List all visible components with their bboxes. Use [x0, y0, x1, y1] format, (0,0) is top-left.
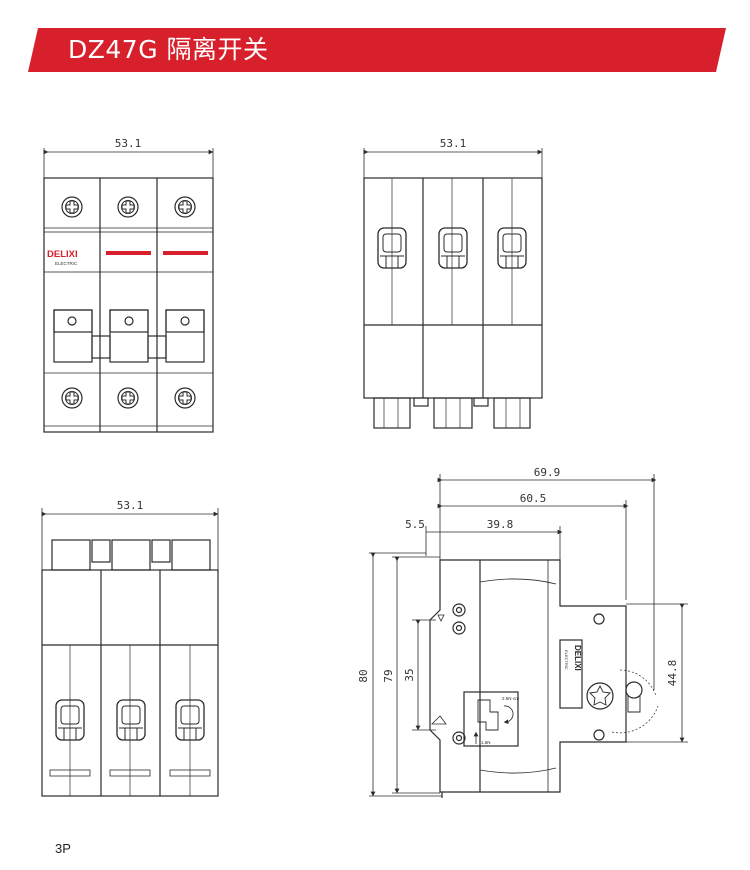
dim-front-height: 44.8 — [666, 660, 679, 687]
front-brand-sub: ELECTRIC — [55, 261, 78, 266]
side-brand-logo: DELIXI — [573, 645, 582, 671]
back-width-dimension: 53.1 — [440, 137, 467, 150]
page-title: DZ47G 隔离开关 — [68, 35, 269, 64]
side-brand-sub: ELECTRIC — [564, 650, 569, 670]
pole-count-label: 3P — [55, 841, 71, 856]
bottom-width-dimension: 53.1 — [117, 499, 144, 512]
dim-overall-depth: 69.9 — [534, 466, 561, 479]
dim-height-total: 80 — [357, 669, 370, 682]
dim-front-depth: 39.8 — [487, 518, 514, 531]
front-width-dimension: 53.1 — [115, 137, 142, 150]
side-view — [369, 474, 688, 798]
dim-mid-depth: 60.5 — [520, 492, 547, 505]
back-view — [363, 148, 543, 429]
front-brand-logo: DELIXI — [47, 249, 78, 260]
side-torque-label-bottom: 1.5N — [481, 740, 491, 745]
dim-rail-height: 35 — [403, 668, 416, 681]
bottom-view — [41, 508, 219, 797]
header-banner: DZ47G 隔离开关 — [28, 28, 726, 72]
banner-shape — [28, 28, 726, 72]
dim-height-body: 79 — [382, 669, 395, 682]
side-torque-label-top: 2.5N·cm — [502, 696, 519, 701]
front-view — [43, 148, 214, 433]
dim-offset: 5.5 — [405, 518, 425, 531]
